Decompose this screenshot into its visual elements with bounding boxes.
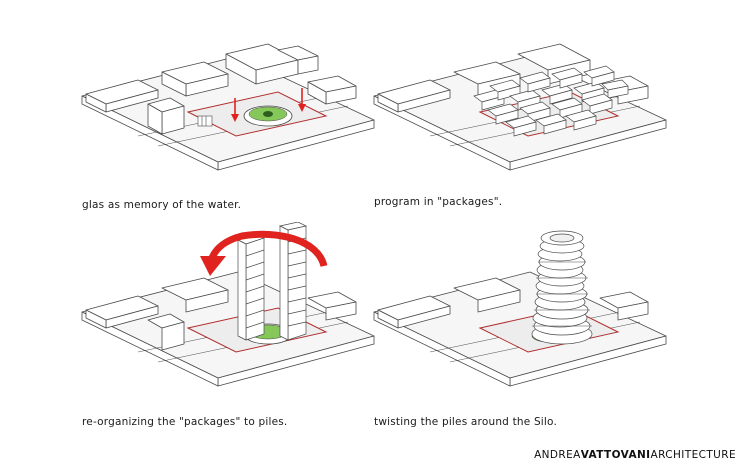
panel-twisting-piles [370,222,670,402]
brand-part-3: ARCHITECTURE [650,449,736,461]
site-diagram-4 [373,230,667,387]
panel-program-packages [370,36,670,186]
caption-panel-1: glas as memory of the water. [82,199,242,211]
caption-panel-2: program in "packages". [374,196,503,208]
down-arrow-icon [231,88,306,122]
brand-part-1: ANDREA [534,449,581,461]
site-diagram-2 [373,43,667,171]
caption-panel-4: twisting the piles around the Silo. [374,416,558,428]
panel-glas-memory [78,36,378,186]
site-diagram-3 [81,222,375,387]
brand-part-2: VATTOVANI [580,449,651,461]
firm-logo-text: ANDREAVATTOVANIARCHITECTURE [534,449,736,461]
pile-tower-right [278,222,308,341]
panel-reorganizing-piles [78,222,378,402]
rotate-arrow-icon [200,230,328,276]
pile-tower-left [237,233,265,341]
twisted-tower [531,230,593,345]
program-packages-cluster [473,65,629,137]
site-diagram-1 [81,43,375,171]
caption-panel-3: re-organizing the "packages" to piles. [82,416,288,428]
